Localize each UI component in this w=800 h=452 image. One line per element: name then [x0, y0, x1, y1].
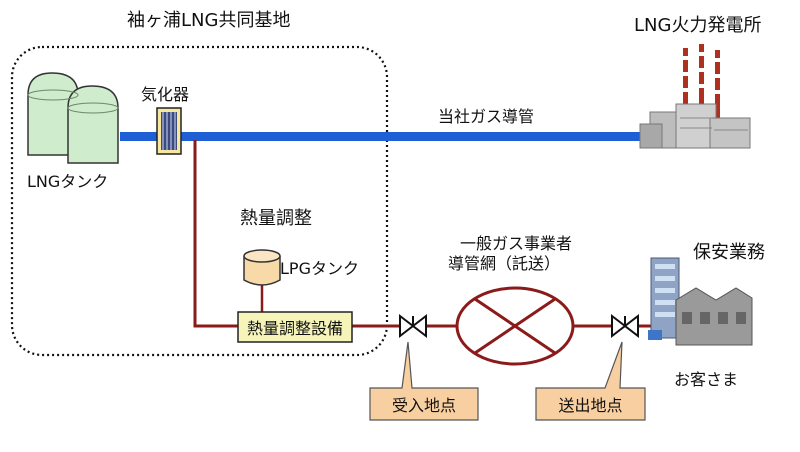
company-pipeline-line — [120, 132, 645, 141]
calorific-facility-box — [237, 311, 353, 343]
delivery-point-label: 送出地点 — [558, 396, 623, 415]
base-title: 袖ヶ浦LNG共同基地 — [127, 10, 291, 31]
lpg-tank-label: LPGタンク — [280, 259, 359, 278]
power-plant-label: LNG火力発電所 — [634, 15, 762, 36]
customer-building-icon — [648, 257, 753, 346]
receiving-point-label: 受入地点 — [391, 396, 456, 415]
calorific-facility-label: 熱量調整設備 — [246, 319, 343, 338]
general-gas-operator-label: 一般ガス事業者 — [460, 234, 573, 253]
lng-tank-label: LNGタンク — [27, 172, 109, 191]
company-pipeline-label: 当社ガス導管 — [438, 107, 535, 126]
vaporizer-label: 気化器 — [141, 85, 190, 104]
valve-icon — [611, 313, 639, 339]
delivery-point-callout — [535, 341, 646, 421]
safety-operations-label: 保安業務 — [693, 242, 765, 263]
calorific-adjustment-label: 熱量調整 — [240, 208, 312, 229]
power-plant-icon — [639, 44, 751, 149]
lpg-tank-icon — [243, 249, 281, 286]
lng-tank-icon — [27, 72, 119, 164]
customer-label: お客さま — [674, 370, 739, 389]
gas-line-vaporizer-to-facility — [193, 140, 240, 328]
valve-icon — [399, 313, 427, 339]
receiving-point-callout — [369, 341, 479, 421]
base-boundary — [10, 45, 389, 357]
vaporizer-icon — [156, 107, 182, 155]
network-cross-circle-icon — [455, 286, 575, 366]
general-gas-network-label: 導管網（託送） — [448, 254, 561, 273]
